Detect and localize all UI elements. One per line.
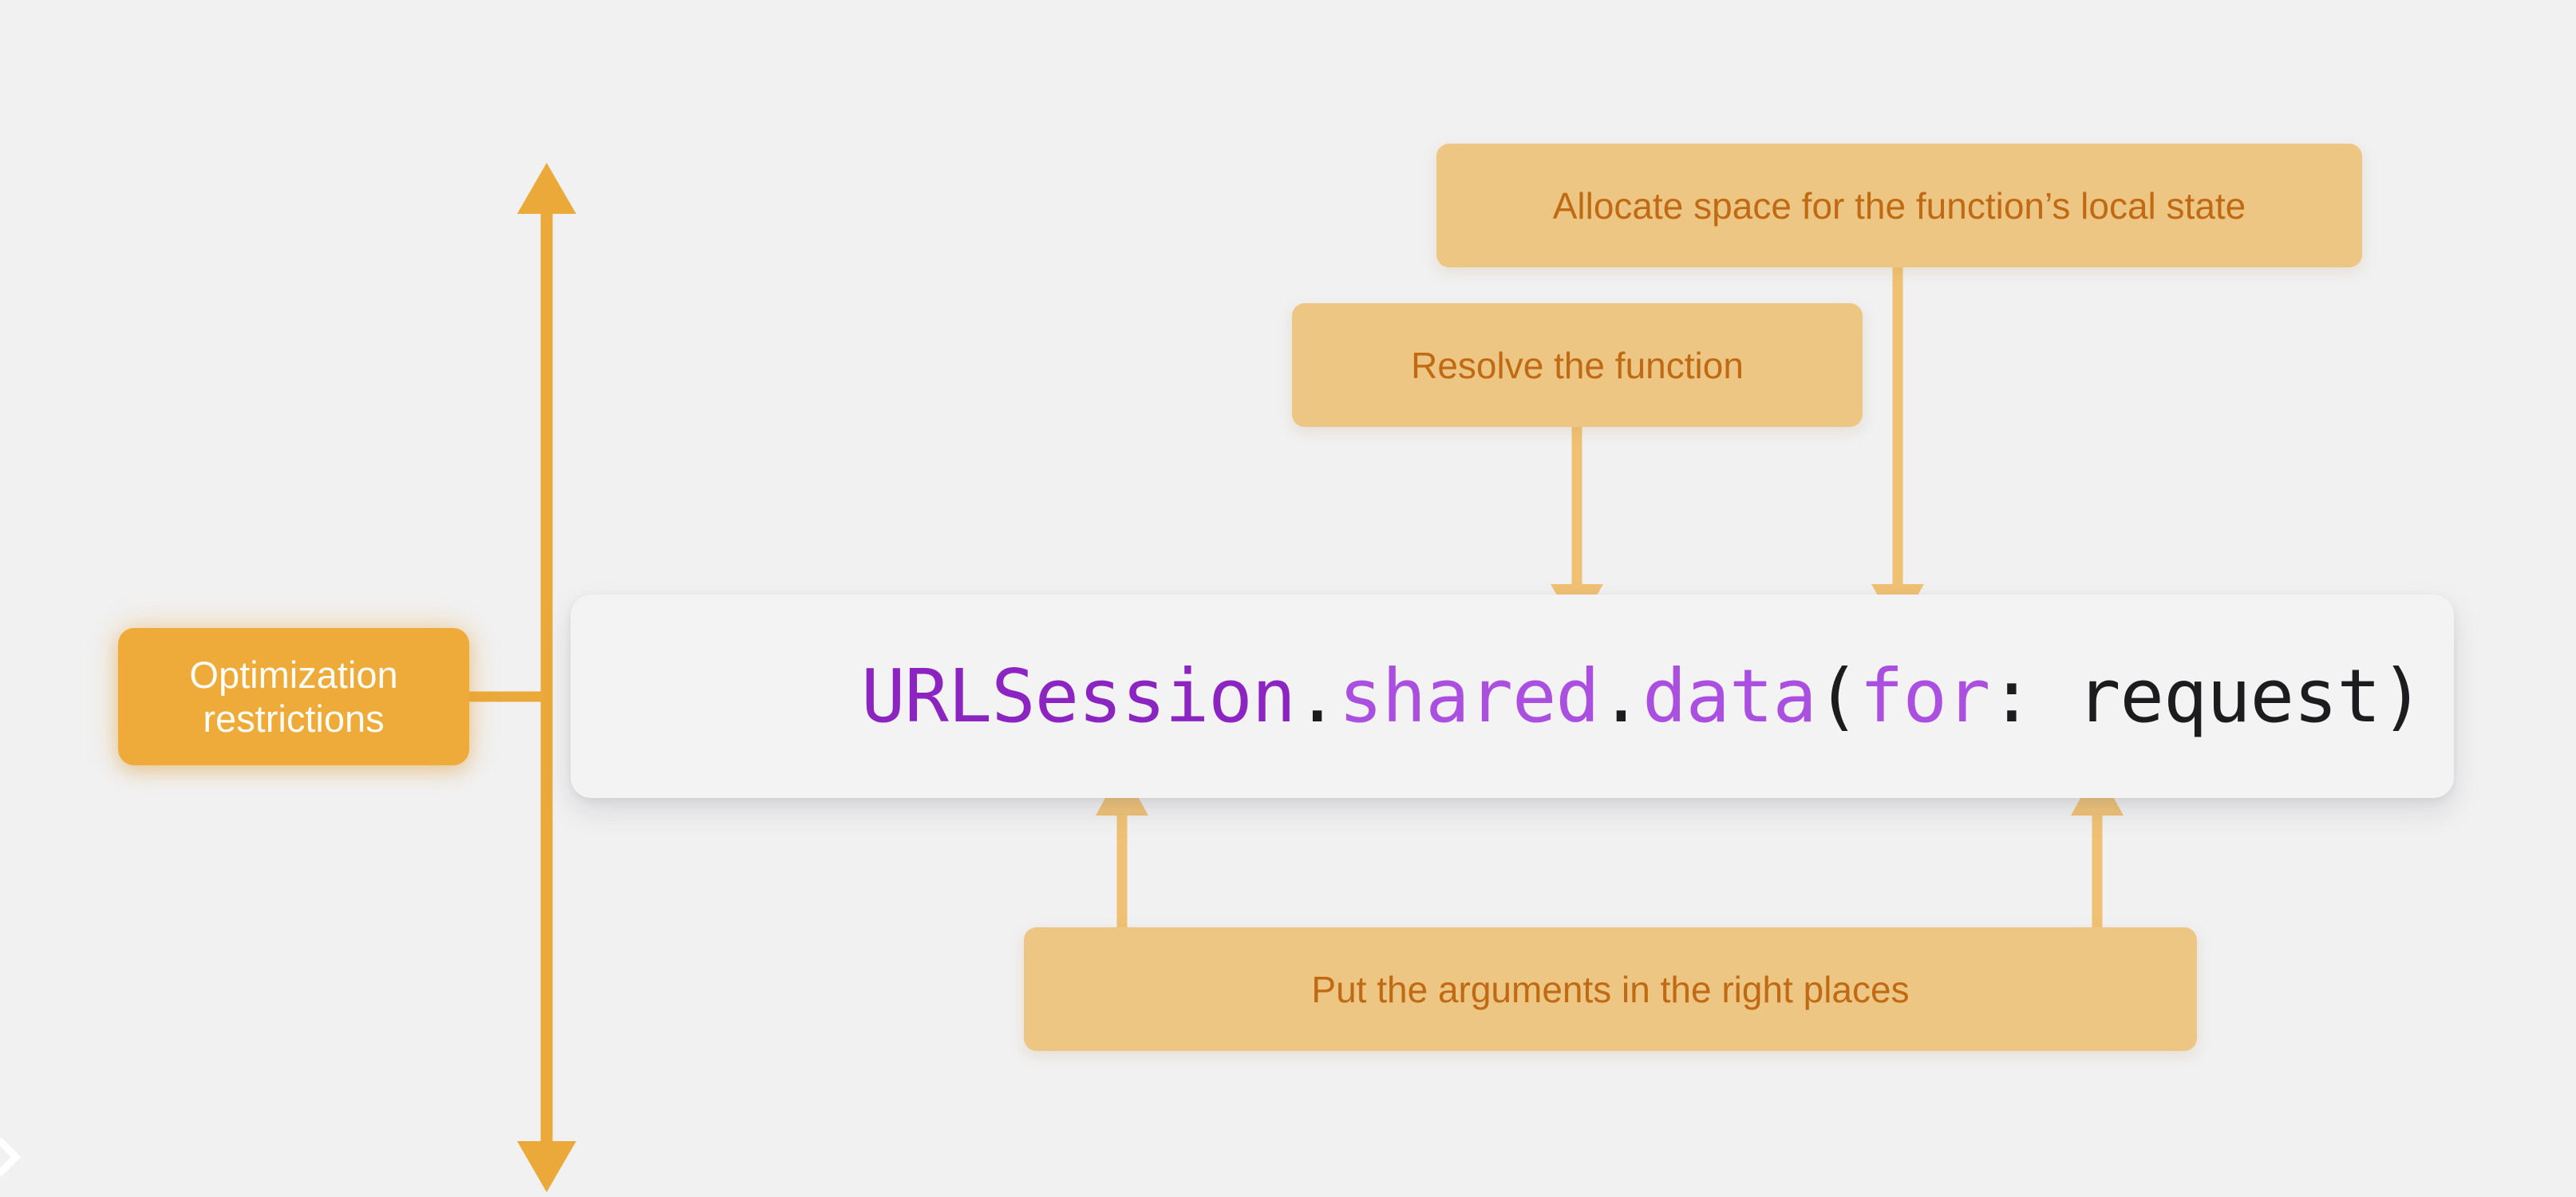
scope-span-arrow — [517, 163, 576, 1192]
code-token-for-label: for — [1859, 653, 1990, 739]
code-token-paren-open: ( — [1815, 653, 1860, 739]
callout-allocate-space: Allocate space for the function’s local … — [1436, 144, 2362, 267]
code-card: URLSession.shared.data(for: request) — [571, 595, 2454, 798]
pill-line-1: Optimization — [189, 653, 398, 696]
pill-line-2: restrictions — [203, 697, 385, 740]
callout-arguments-label: Put the arguments in the right places — [1311, 968, 1910, 1010]
callout-arguments: Put the arguments in the right places — [1024, 927, 2197, 1051]
code-token-paren-close: ) — [2380, 653, 2424, 739]
callout-resolve-label: Resolve the function — [1411, 344, 1744, 386]
code-token-shared: shared — [1338, 653, 1599, 739]
allocate-arrow — [1871, 266, 1924, 630]
pill-text: Optimization restrictions — [189, 653, 397, 741]
code-token-data: data — [1642, 653, 1817, 739]
code-token-request: request — [2076, 653, 2381, 739]
optimization-restrictions-pill: Optimization restrictions — [118, 628, 469, 765]
code-token-dot-2: . — [1598, 653, 1643, 739]
callout-allocate-label: Allocate space for the function’s local … — [1552, 184, 2246, 227]
callout-resolve-function: Resolve the function — [1292, 303, 1863, 427]
code-token-type: URLSession — [861, 653, 1296, 739]
code-token-dot-1: . — [1295, 653, 1339, 739]
code-token-colon: : — [1989, 653, 2077, 739]
code-expression: URLSession.shared.data(for: request) — [601, 587, 2424, 807]
chevron-right-icon[interactable] — [0, 1135, 34, 1179]
